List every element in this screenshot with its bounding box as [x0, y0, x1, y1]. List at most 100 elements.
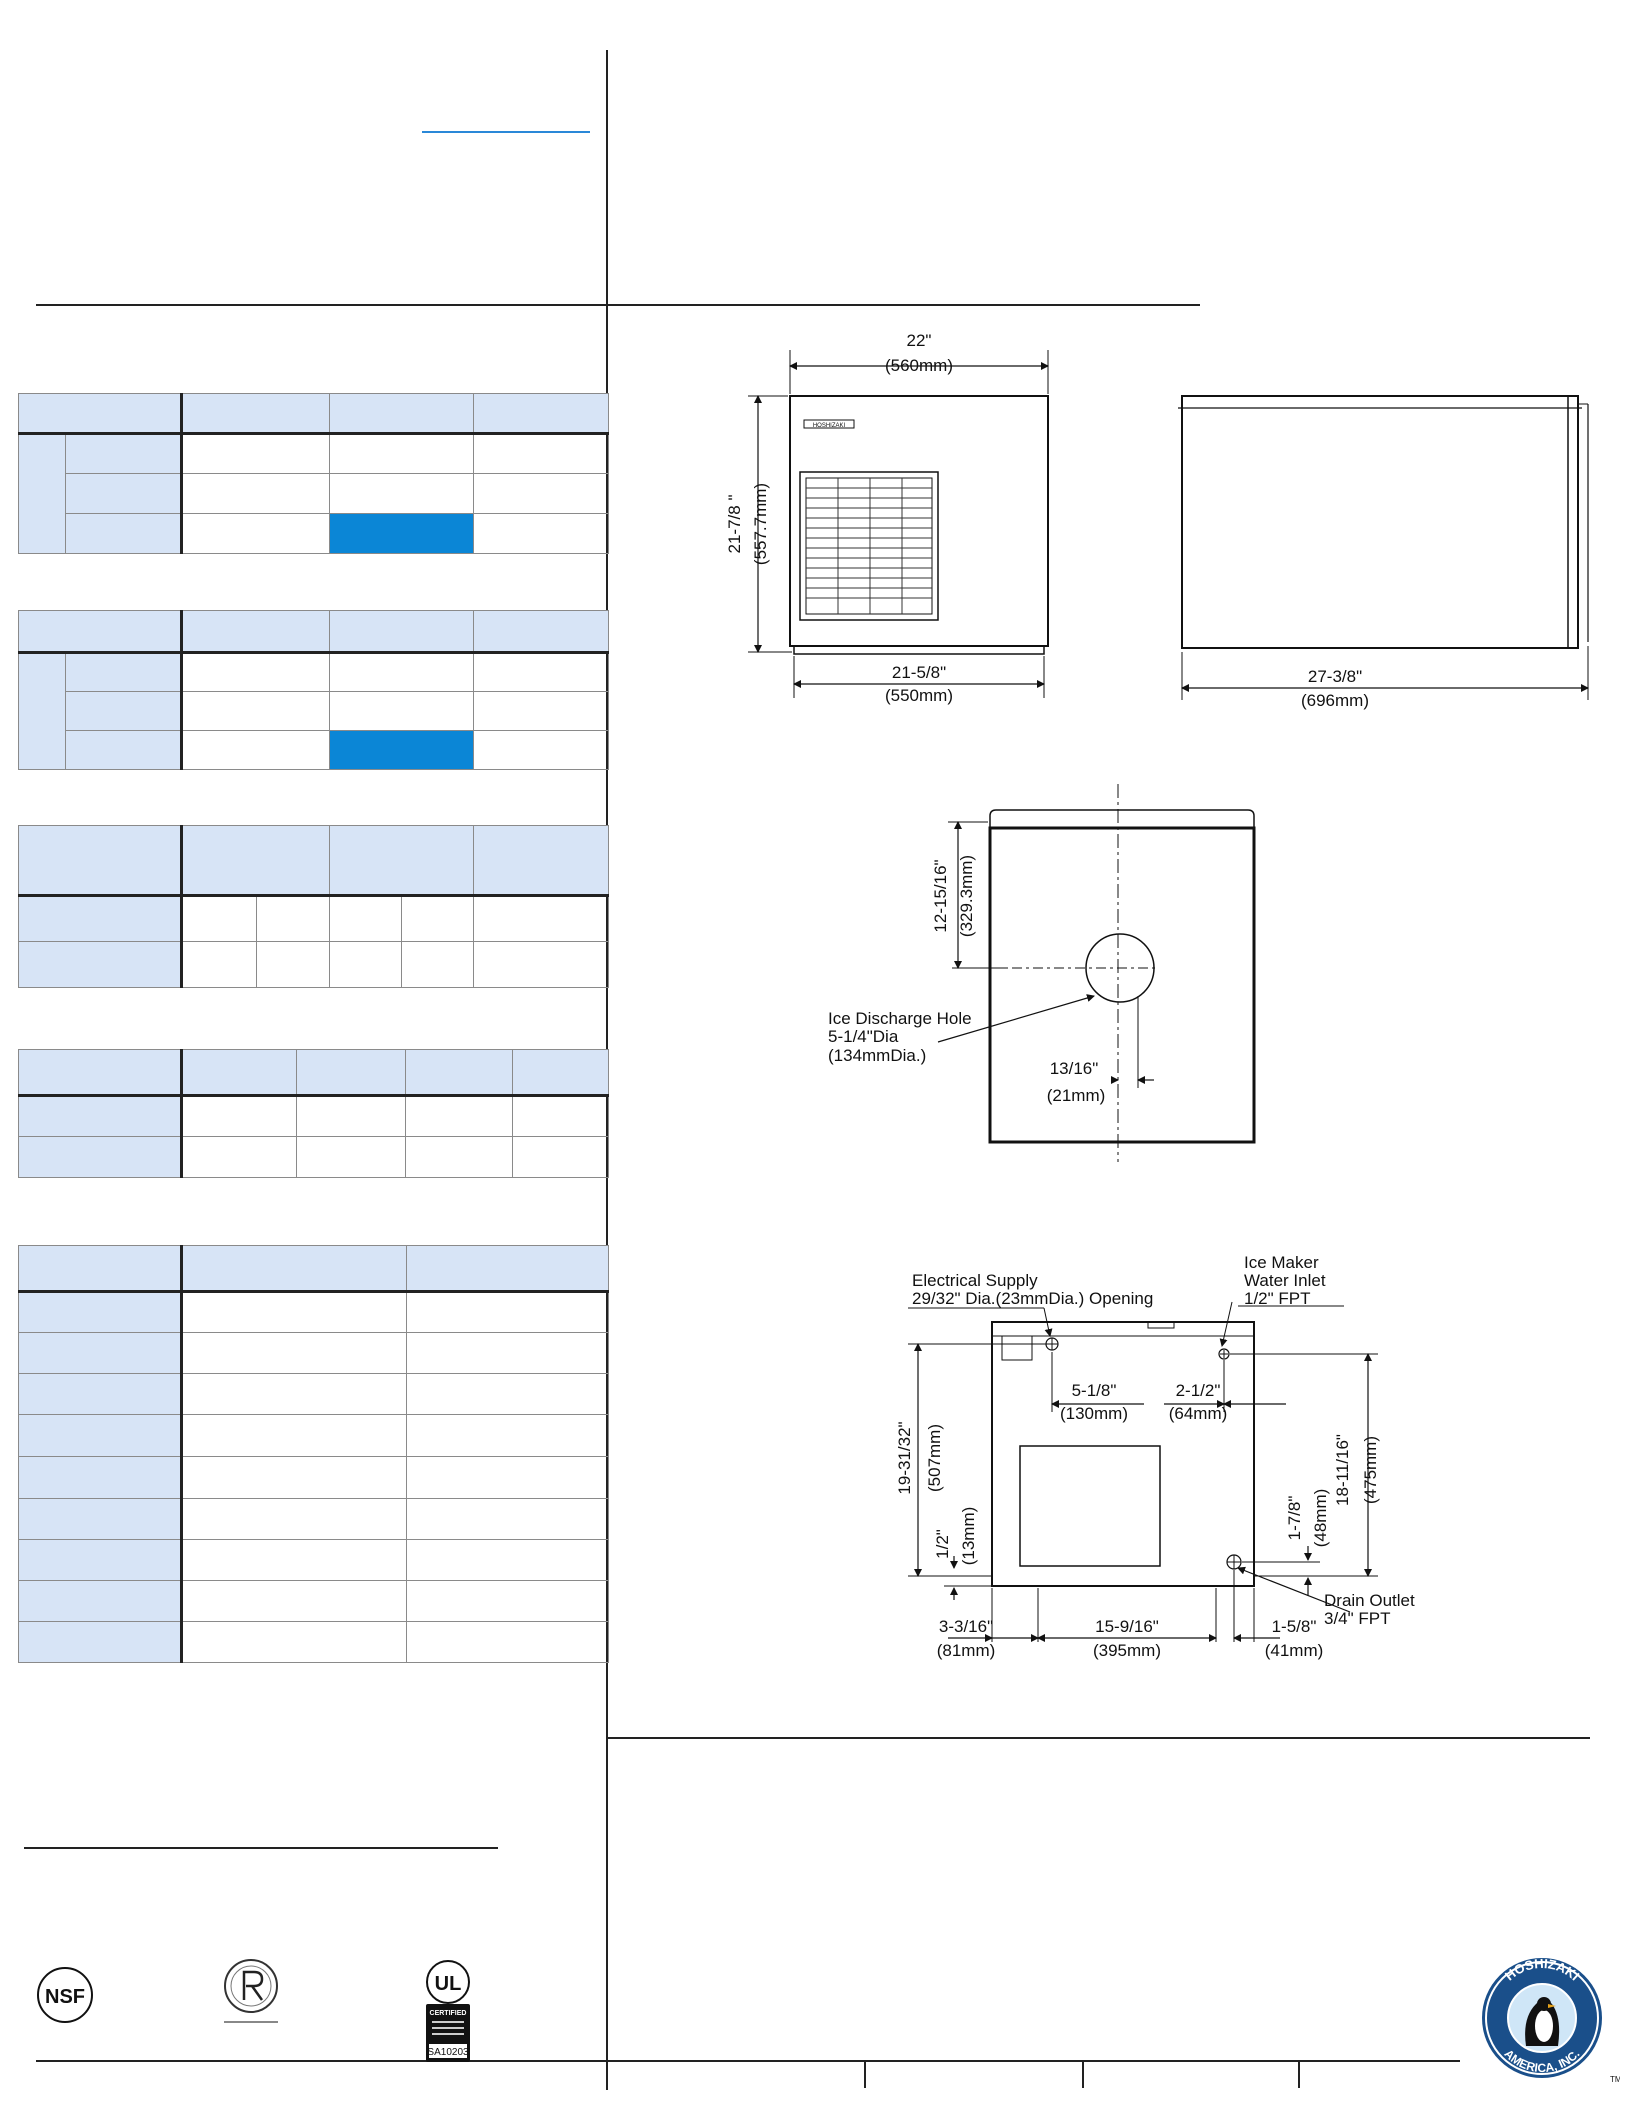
table-header-cell	[18, 1049, 183, 1097]
nsf-logo-text: NSF	[45, 1986, 85, 2008]
front-width-bottom: 21-5/8"	[892, 663, 946, 682]
table-header-cell	[181, 825, 330, 897]
back-v-drain-mm: (48mm)	[1311, 1489, 1330, 1548]
table-cell	[329, 691, 474, 731]
spec-table-2	[18, 610, 609, 770]
right-footer-rule	[608, 1737, 1590, 1739]
table-header-cell	[18, 393, 183, 435]
table-cell	[473, 473, 609, 514]
back-v-small-mm: (13mm)	[959, 1507, 978, 1566]
row-label	[18, 1291, 183, 1333]
table-cell	[181, 433, 330, 474]
row-label	[65, 691, 183, 731]
table-cell	[406, 1291, 609, 1333]
table-cell	[181, 473, 330, 514]
table-cell	[181, 941, 257, 988]
table-cell	[181, 1498, 407, 1540]
table-header-cell	[18, 1245, 183, 1293]
ice-hole-label-2: 5-1/4"Dia	[828, 1027, 899, 1046]
row-label	[18, 1539, 183, 1581]
top-offset-mm: (21mm)	[1047, 1086, 1106, 1105]
table-cell	[406, 1332, 609, 1374]
back-b-mid-mm: (395mm)	[1093, 1641, 1161, 1660]
front-view	[748, 350, 1049, 698]
table-header-cell	[329, 825, 474, 897]
table-cell	[181, 1621, 407, 1663]
row-label	[18, 895, 183, 942]
row-label	[18, 1136, 183, 1178]
back-v-drain: 1-7/8"	[1285, 1496, 1304, 1541]
table-cell	[406, 1539, 609, 1581]
table-header-cell	[405, 1049, 513, 1097]
table-cell	[181, 1136, 297, 1178]
table-cell	[329, 895, 402, 942]
table-cell	[406, 1456, 609, 1499]
table-cell	[401, 941, 474, 988]
table-cell	[181, 513, 330, 554]
table-header-cell	[18, 825, 183, 897]
ul-certified-text: CERTIFIED	[430, 2010, 467, 2017]
ul-code-text: SA10203	[427, 2047, 469, 2058]
footer-tick-2	[1082, 2062, 1084, 2088]
table-cell	[473, 433, 609, 474]
table-header-cell	[181, 393, 330, 435]
front-plate-text: HOSHIZAKI	[813, 423, 846, 429]
spec-table-3	[18, 825, 609, 988]
back-b-right: 1-5/8"	[1272, 1617, 1317, 1636]
electrical-label-2: 29/32" Dia.(23mmDia.) Opening	[912, 1289, 1153, 1308]
row-label	[18, 1414, 183, 1457]
back-v-right: 18-11/16"	[1333, 1434, 1352, 1506]
highlighted-cell	[329, 513, 474, 554]
back-h-right: 2-1/2"	[1176, 1381, 1221, 1400]
table-header-cell	[473, 393, 609, 435]
table-header-cell	[406, 1245, 609, 1293]
nsf-logo: NSF	[37, 1967, 93, 2023]
drain-label-2: 3/4" FPT	[1324, 1609, 1391, 1628]
left-notes-rule	[24, 1847, 498, 1849]
row-label	[18, 941, 183, 988]
top-offset: 13/16"	[1050, 1059, 1099, 1078]
table-cell	[329, 433, 474, 474]
spec-table-5	[18, 1245, 609, 1663]
link-underline[interactable]	[422, 131, 590, 133]
back-b-left-mm: (81mm)	[937, 1641, 996, 1660]
table-cell	[181, 691, 330, 731]
table-cell	[406, 1498, 609, 1540]
back-b-mid: 15-9/16"	[1095, 1617, 1159, 1636]
row-label	[65, 513, 183, 554]
table-header-cell	[329, 610, 474, 654]
table-cell	[181, 895, 257, 942]
registered-quality-seal	[224, 1959, 278, 2023]
table-header-cell	[18, 610, 183, 654]
table-cell	[181, 730, 330, 770]
table-header-cell	[512, 1049, 609, 1097]
table-cell	[405, 1095, 513, 1137]
inlet-label-2: Water Inlet	[1244, 1271, 1326, 1290]
left-header-rule	[36, 304, 606, 306]
table-cell	[329, 473, 474, 514]
back-v-total-mm: (507mm)	[925, 1424, 944, 1492]
back-h-left: 5-1/8"	[1072, 1381, 1117, 1400]
table-cell	[181, 1539, 407, 1581]
inlet-label-3: 1/2" FPT	[1244, 1289, 1311, 1308]
electrical-label-1: Electrical Supply	[912, 1271, 1038, 1290]
table-cell	[181, 1580, 407, 1622]
ul-mark-text: UL	[435, 1973, 462, 1995]
table-cell	[473, 513, 609, 554]
row-label	[18, 1456, 183, 1499]
table-cell	[181, 1332, 407, 1374]
top-depth-mm: (329.3mm)	[957, 855, 976, 937]
ice-hole-label-1: Ice Discharge Hole	[828, 1009, 972, 1028]
table-cell	[181, 652, 330, 692]
back-v-total: 19-31/32"	[895, 1421, 914, 1494]
back-v-right-mm: (475mm)	[1361, 1436, 1380, 1504]
table-cell	[473, 730, 609, 770]
table-cell	[405, 1136, 513, 1178]
table-cell	[256, 941, 330, 988]
table-cell	[512, 1136, 609, 1178]
front-height-mm: (557.7mm)	[751, 483, 770, 565]
row-label	[18, 1095, 183, 1137]
front-width-top-mm: (560mm)	[885, 356, 953, 375]
table-header-cell	[181, 610, 330, 654]
table-cell	[329, 652, 474, 692]
